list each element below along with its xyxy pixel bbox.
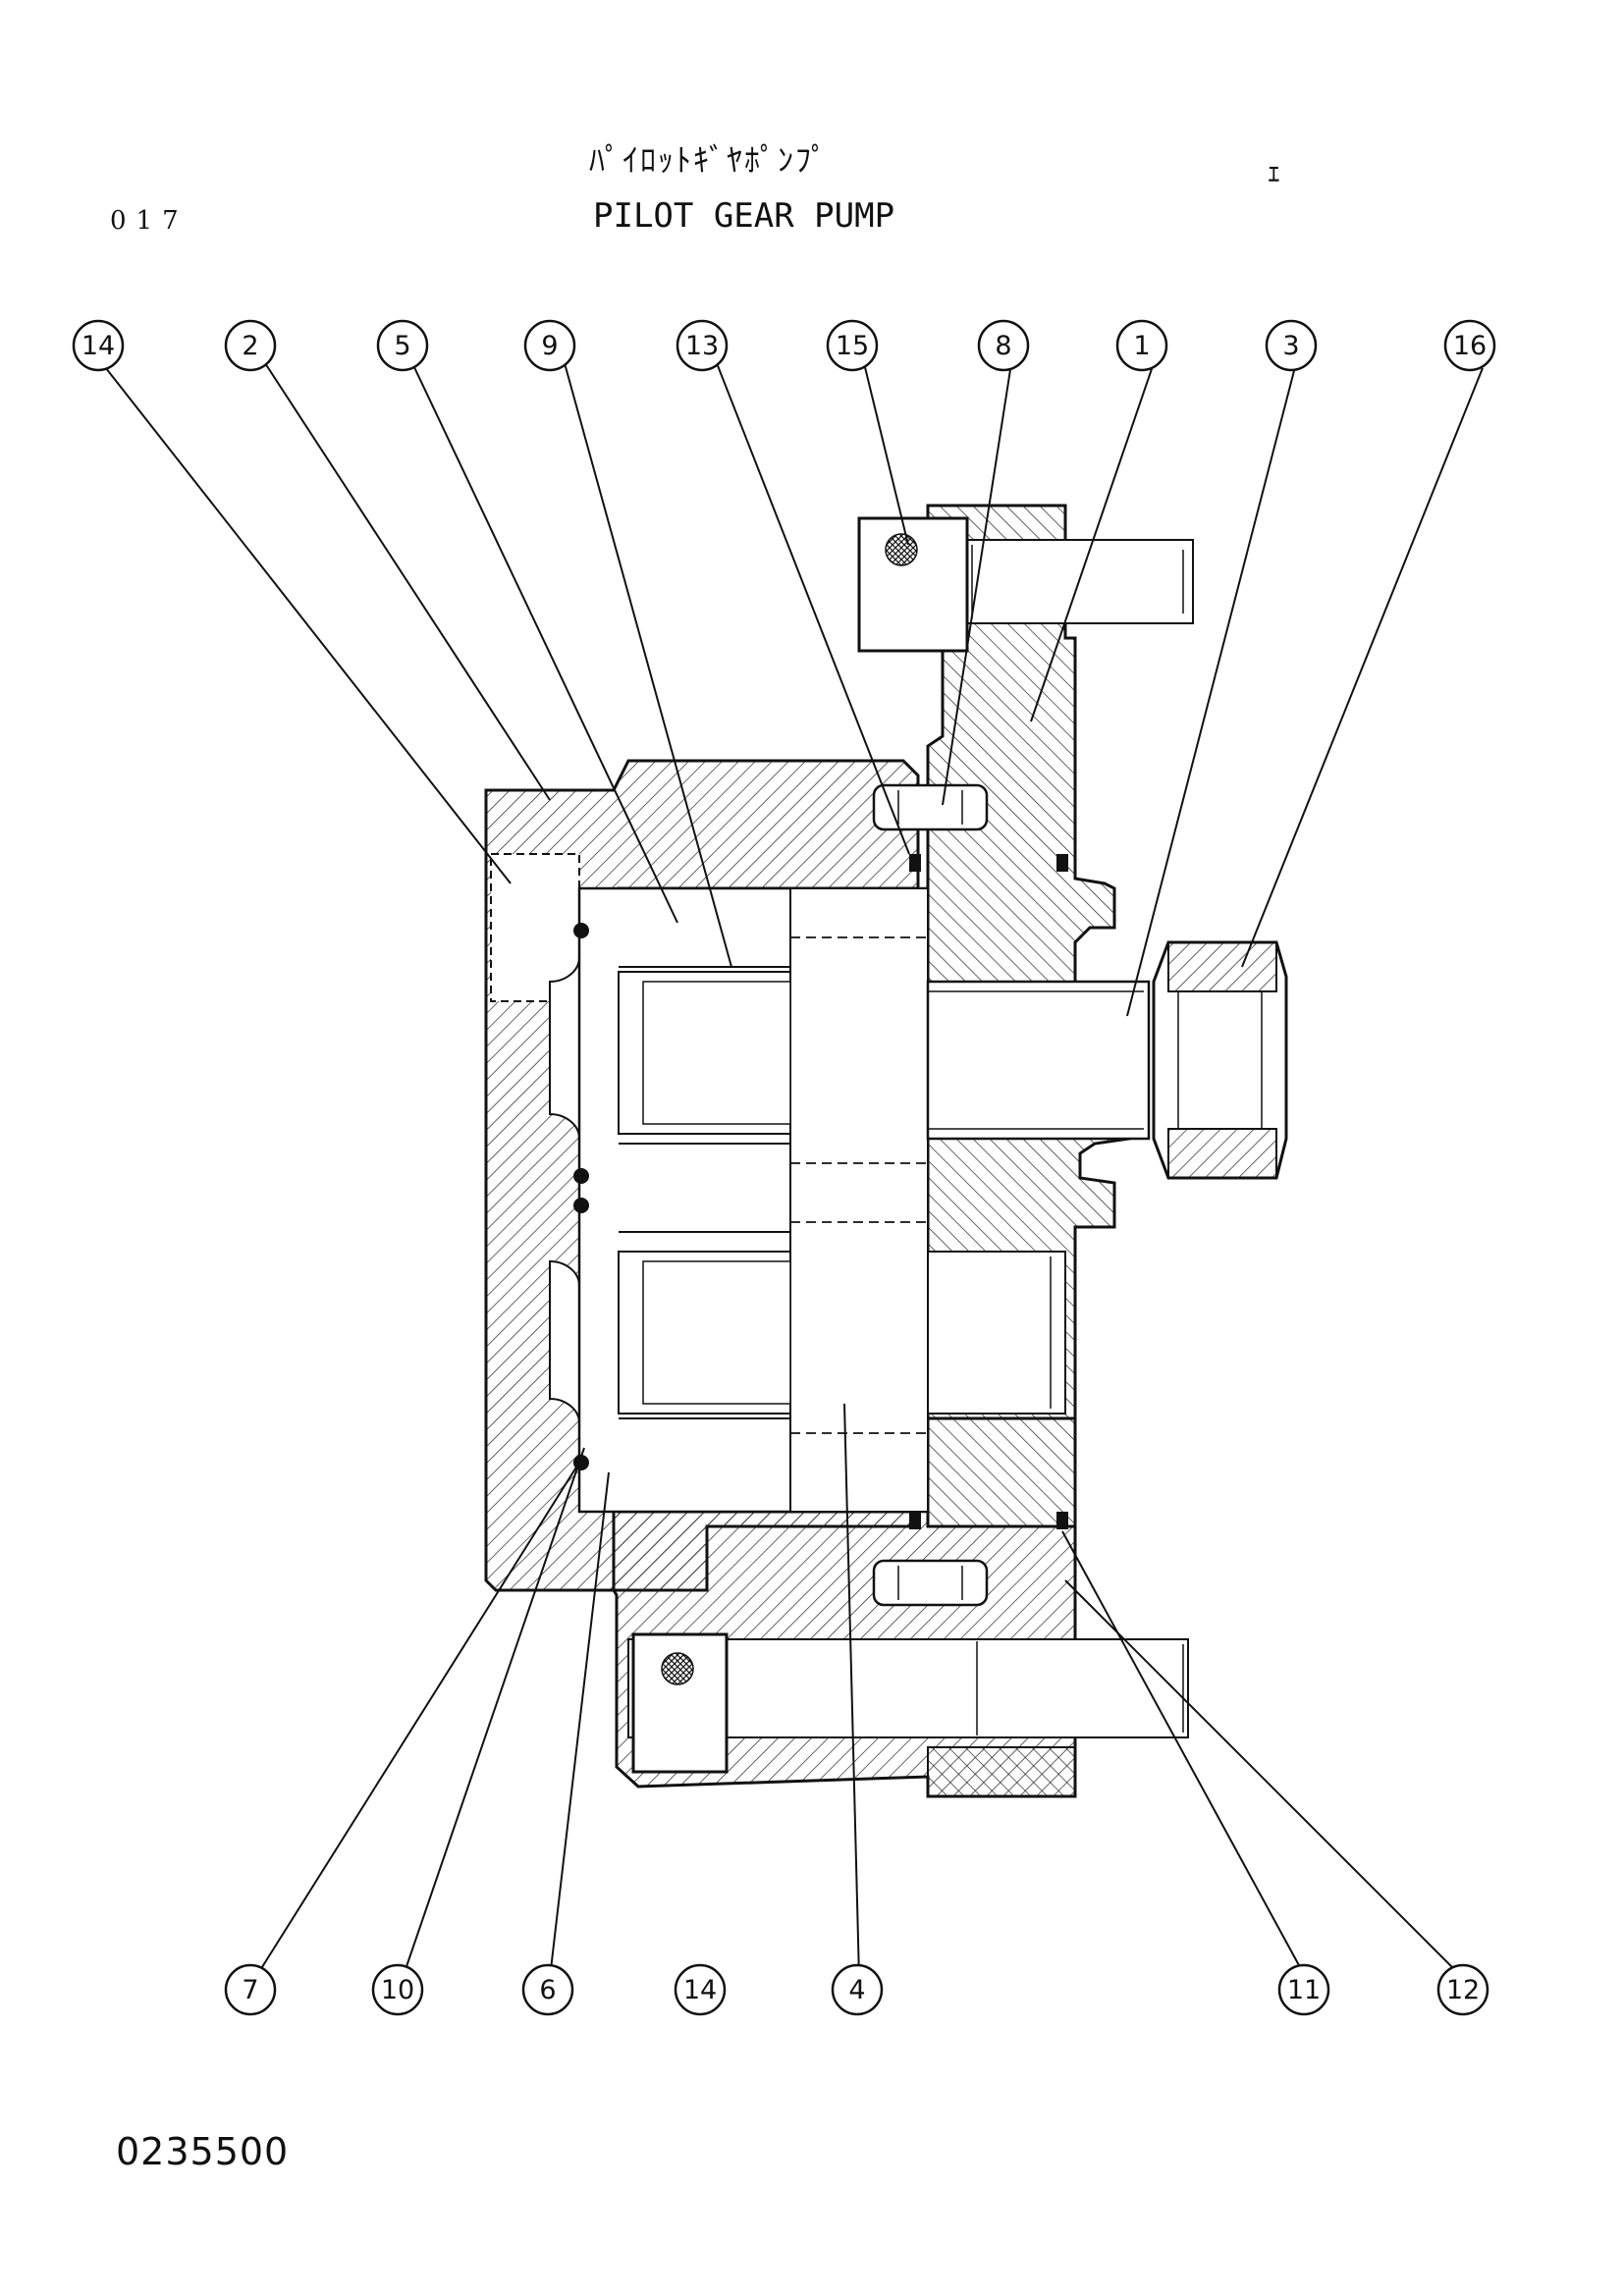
drawing-number: 0235500 (116, 2130, 290, 2173)
top-callout-circle-5 (376, 319, 429, 372)
dowel-pins (872, 783, 989, 1607)
bottom-callout-label-11: 11 (1287, 1975, 1321, 2005)
top-callout-label-9: 9 (541, 331, 558, 361)
bottom-callout-label-14: 14 (683, 1975, 717, 2005)
top-callout-circle-2 (224, 319, 277, 372)
bottom-callout-label-4: 4 (848, 1975, 865, 2005)
top-callout-label-16: 16 (1453, 331, 1487, 361)
top-callout-label-3: 3 (1282, 331, 1299, 361)
leader-lines (97, 357, 1484, 1979)
top-callout-circle-8 (977, 319, 1030, 372)
shaft-nut (1152, 940, 1288, 1180)
top-bolt (857, 516, 969, 653)
bottom-callout-circle-7 (224, 1963, 277, 2016)
corner-mark: ｪ (1267, 155, 1281, 189)
top-callout-label-1: 1 (1133, 331, 1150, 361)
bottom-callout-circle-4 (831, 1963, 884, 2016)
top-callout-circle-15 (826, 319, 879, 372)
o-rings (573, 854, 1068, 1529)
top-callout-label-8: 8 (995, 331, 1011, 361)
bottom-callout-circle-11 (1277, 1963, 1330, 2016)
title-english: PILOT GEAR PUMP (593, 196, 895, 236)
top-callout-circle-1 (1115, 319, 1168, 372)
bottom-callout-circle-12 (1436, 1963, 1489, 2016)
top-callout-label-2: 2 (242, 331, 258, 361)
bottom-callout-label-7: 7 (242, 1975, 258, 2005)
drive-shaft (926, 980, 1151, 1141)
title-japanese: ﾊﾟｲﾛｯﾄｷﾞﾔﾎﾟﾝﾌﾟ (589, 141, 830, 179)
top-callout-circle-13 (676, 319, 729, 372)
bottom-callout-circle-14 (674, 1963, 727, 2016)
top-callout-circle-14 (72, 319, 125, 372)
top-callout-label-14: 14 (81, 331, 115, 361)
top-callout-label-13: 13 (685, 331, 719, 361)
page-number: 017 (110, 206, 189, 236)
bottom-callout-label-10: 10 (381, 1975, 414, 2005)
bottom-callout-circle-10 (371, 1963, 424, 2016)
top-callout-circle-16 (1443, 319, 1496, 372)
bottom-callout-circle-6 (521, 1963, 574, 2016)
top-callout-circle-3 (1265, 319, 1318, 372)
bottom-callout-label-6: 6 (539, 1975, 556, 2005)
top-callout-label-5: 5 (394, 331, 410, 361)
gear-bore-cavities (577, 886, 1066, 1514)
bottom-bolt (631, 1632, 729, 1774)
top-callout-circle-9 (523, 319, 576, 372)
mounting-flange (926, 504, 1194, 1420)
top-callout-label-15: 15 (836, 331, 869, 361)
bottom-callout-label-12: 12 (1446, 1975, 1480, 2005)
